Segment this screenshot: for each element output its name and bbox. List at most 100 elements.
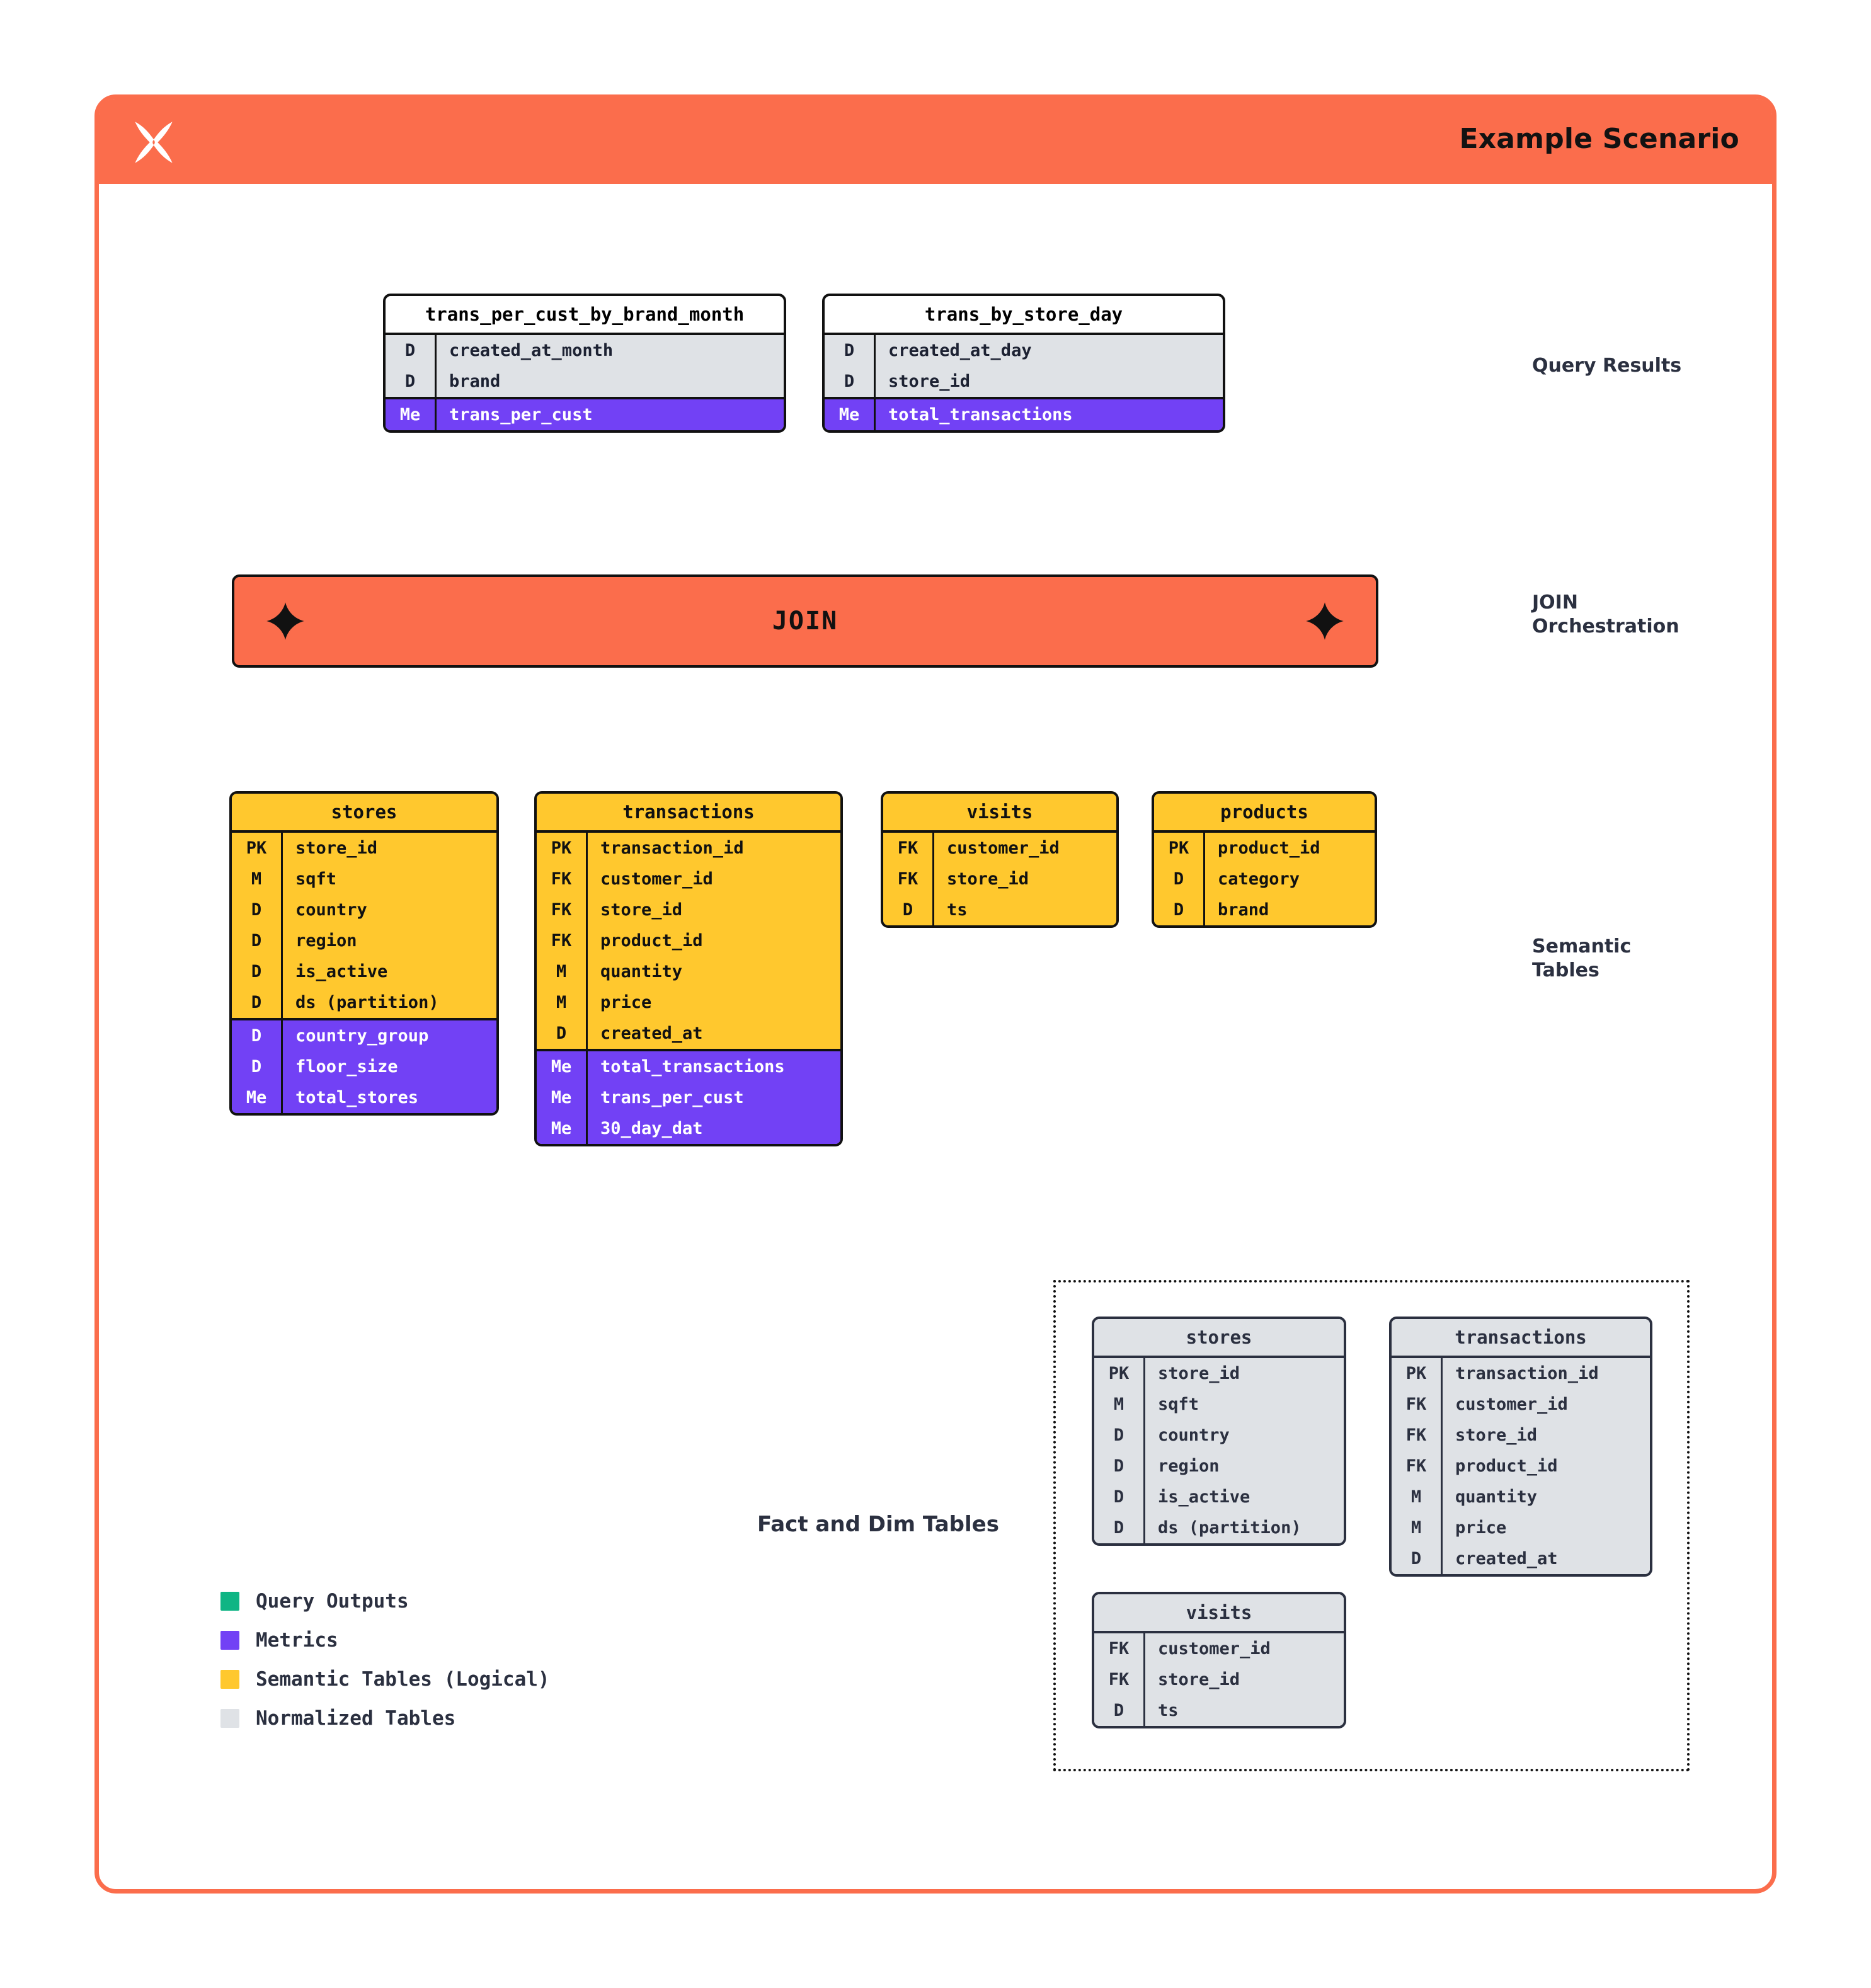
query-result-table-trans-per-cust-by-brand-month[interactable]: trans_per_cust_by_brand_month D created_… [383, 294, 786, 433]
row-kind: D [251, 930, 262, 951]
annotation-label-line2: Tables [1532, 959, 1599, 982]
row-kind: D [1113, 1517, 1124, 1538]
row-kind: PK [1405, 1363, 1427, 1383]
legend-label: Semantic Tables (Logical) [256, 1668, 550, 1691]
row-field: created_at_month [435, 334, 784, 366]
row-kind: D [251, 1025, 262, 1046]
row-kind: FK [897, 838, 918, 858]
row-field: customer_id [1441, 1388, 1650, 1420]
table-header: trans_by_store_day [924, 304, 1123, 325]
row-kind: FK [1108, 1638, 1130, 1659]
row-kind: D [251, 1056, 262, 1077]
row-field: store_id [874, 365, 1223, 397]
row-kind: D [902, 900, 913, 920]
row-kind: D [251, 992, 262, 1012]
row-field: trans_per_cust [435, 399, 784, 430]
row-kind: PK [1168, 838, 1189, 858]
row-kind: D [251, 900, 262, 920]
row-field: store_id [1441, 1419, 1650, 1451]
table-header: visits [1094, 1594, 1344, 1631]
row-field: 30_day_dat [586, 1112, 840, 1144]
row-kind: Me [551, 1087, 572, 1107]
row-field: trans_per_cust [586, 1082, 840, 1113]
annotation-label-line2: Orchestration [1532, 615, 1679, 638]
dimensions-section: D created_at_month D brand [386, 334, 784, 397]
sparkle-diamond-icon [266, 602, 304, 640]
row-field: brand [435, 365, 784, 397]
legend-label: Normalized Tables [256, 1707, 456, 1730]
row-field: sqft [281, 863, 496, 894]
row-kind: D [844, 371, 855, 391]
row-kind: D [1113, 1425, 1124, 1445]
row-kind: FK [551, 900, 572, 920]
table-row: Me total_transactions [825, 399, 1223, 430]
join-label: JOIN [772, 607, 838, 636]
row-field: ds (partition) [1143, 1512, 1344, 1543]
row-field: transaction_id [586, 832, 840, 864]
row-kind: M [1410, 1487, 1422, 1507]
row-kind: FK [551, 869, 572, 889]
table-row: D brand [386, 365, 784, 397]
annotation-label-line1: JOIN [1532, 591, 1578, 614]
row-kind: D [556, 1023, 567, 1043]
row-field: total_transactions [586, 1051, 840, 1082]
row-kind: Me [551, 1056, 572, 1077]
query-result-table-trans-by-store-day[interactable]: trans_by_store_day D created_at_day D st… [822, 294, 1225, 433]
row-field: quantity [586, 956, 840, 987]
table-header: stores [232, 794, 496, 830]
row-kind: FK [1405, 1425, 1427, 1445]
row-kind: D [1410, 1548, 1422, 1568]
row-kind: M [556, 992, 567, 1012]
join-orchestration-bar[interactable]: JOIN [232, 574, 1378, 668]
row-kind: Me [246, 1087, 267, 1107]
row-kind: D [1113, 1487, 1124, 1507]
table-row: Me trans_per_cust [386, 399, 784, 430]
row-field: price [586, 986, 840, 1018]
row-kind: D [1173, 900, 1184, 920]
row-field: product_id [1203, 832, 1375, 864]
row-field: total_transactions [874, 399, 1223, 430]
row-field: floor_size [281, 1051, 496, 1082]
row-kind: D [251, 961, 262, 981]
row-field: created_at_day [874, 334, 1223, 366]
title-bar: Example Scenario [99, 99, 1772, 184]
annotation-semantic-tables: Semantic Tables [1532, 935, 1631, 983]
table-row: D store_id [825, 365, 1223, 397]
annotation-query-results: Query Results [1532, 354, 1681, 378]
legend-label: Query Outputs [256, 1590, 409, 1613]
row-kind: Me [838, 404, 860, 425]
row-kind: FK [1405, 1394, 1427, 1414]
row-field: region [1143, 1450, 1344, 1482]
row-kind: D [1113, 1456, 1124, 1476]
table-row: FK customer_id [1392, 1388, 1650, 1420]
annotation-label-line1: Semantic [1532, 935, 1632, 957]
